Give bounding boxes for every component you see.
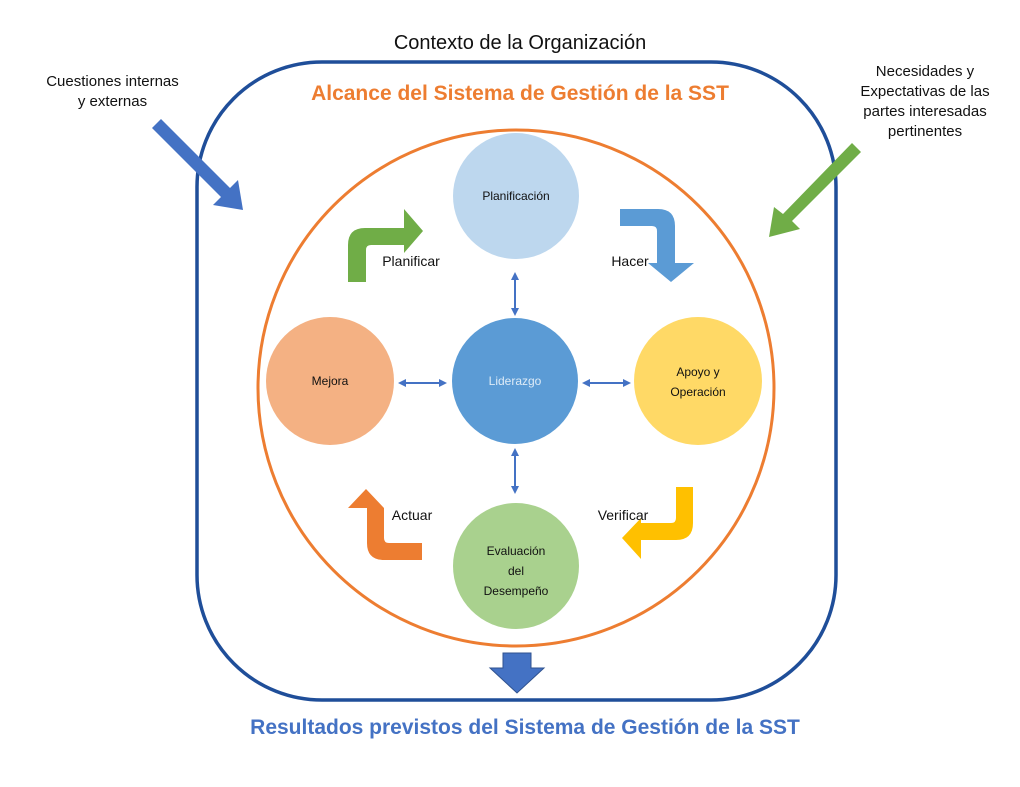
context-boundary — [195, 60, 838, 702]
input-label-internal-external-issues: Cuestiones internas y externas — [46, 73, 179, 110]
input-arrow-left — [152, 119, 243, 210]
phase-arrow-act — [348, 489, 422, 560]
phase-label-plan: Planificar — [382, 253, 440, 269]
node-improvement — [266, 317, 394, 445]
node-leadership — [452, 318, 578, 444]
phase-arrow-do — [620, 209, 694, 282]
phase-label-act: Actuar — [391, 507, 433, 523]
node-label-planning: Planificación — [482, 189, 550, 203]
context-title: Contexto de la Organización — [393, 32, 647, 54]
node-label-improvement: Mejora — [311, 374, 349, 388]
phase-label-check: Verificar — [597, 507, 649, 523]
input-arrow-right — [769, 143, 861, 237]
node-evaluation — [453, 503, 579, 629]
node-label-leadership: Liderazgo — [488, 374, 542, 388]
phase-arrow-plan — [348, 209, 423, 282]
node-label-support: Apoyo y Operación — [670, 365, 726, 399]
scope-title: Alcance del Sistema de Gestión de la SST — [311, 82, 729, 105]
results-title: Resultados previstos del Sistema de Gest… — [250, 716, 800, 739]
phase-label-do: Hacer — [611, 253, 649, 269]
input-label-interested-parties: Necesidades y Expectativas de las partes… — [860, 63, 990, 140]
node-label-evaluation: Evaluación del Desempeño — [483, 544, 549, 598]
node-planning — [453, 133, 579, 259]
node-support — [634, 317, 762, 445]
phase-arrow-check — [622, 487, 693, 559]
scope-boundary — [256, 128, 776, 648]
output-arrow — [488, 652, 546, 694]
